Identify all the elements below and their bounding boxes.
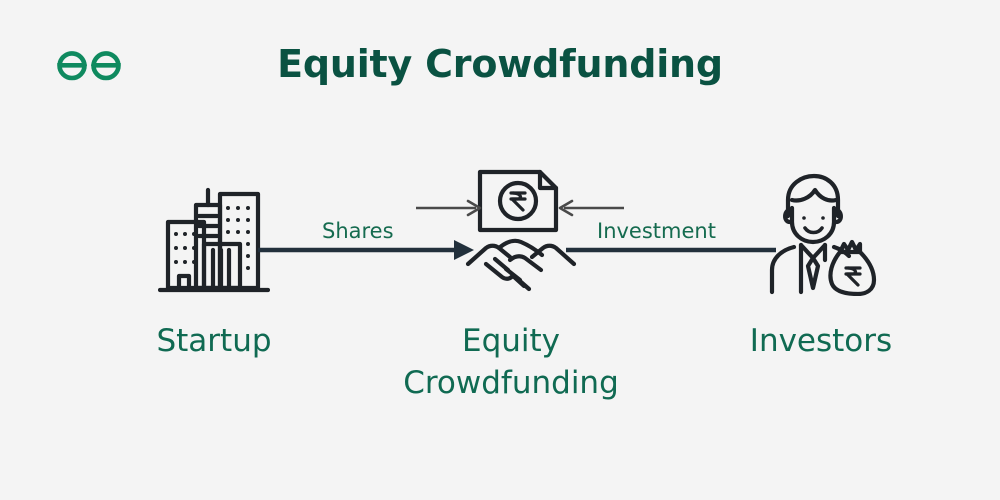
edge-investment-line — [566, 240, 776, 260]
geeksforgeeks-logo — [56, 46, 122, 90]
office-buildings-icon — [157, 172, 271, 296]
rupee-document-icon — [477, 169, 559, 233]
handshake-icon — [462, 168, 580, 296]
edge-label-investment: Investment — [597, 219, 716, 243]
investor-with-money-bag-icon — [768, 170, 878, 297]
page-title: Equity Crowdfunding — [277, 42, 723, 86]
edge-label-shares: Shares — [322, 219, 394, 243]
node-caption-investors: Investors — [749, 323, 893, 359]
edge-shares-arrow — [258, 236, 474, 264]
node-caption-startup: Startup — [156, 323, 272, 359]
document-inflow-arrow-right — [556, 198, 624, 218]
document-inflow-arrow-left — [416, 198, 482, 218]
node-caption-equity-crowdfunding: Equity Crowdfunding — [403, 323, 619, 401]
